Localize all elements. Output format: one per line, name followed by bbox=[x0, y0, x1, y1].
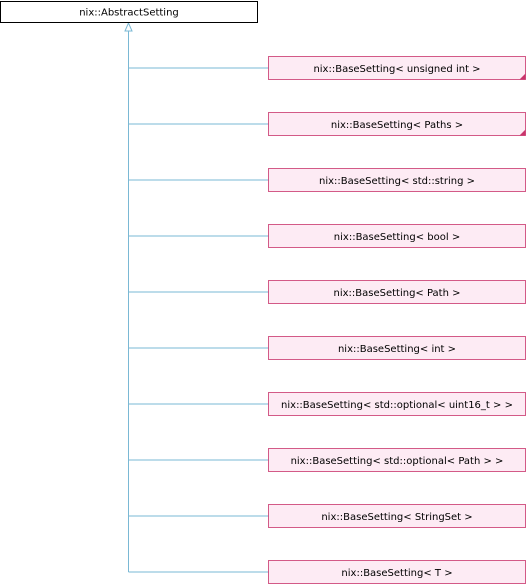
derived-class-node[interactable]: nix::BaseSetting< Path > bbox=[268, 280, 526, 304]
collapsed-node-marker-icon bbox=[519, 73, 526, 80]
derived-class-node[interactable]: nix::BaseSetting< bool > bbox=[268, 224, 526, 248]
inheritance-edges bbox=[124, 21, 269, 573]
inheritance-arrow-head bbox=[124, 21, 133, 32]
derived-class-node[interactable]: nix::BaseSetting< unsigned int > bbox=[268, 56, 526, 80]
base-class-node[interactable]: nix::AbstractSetting bbox=[0, 1, 258, 23]
derived-class-node[interactable]: nix::BaseSetting< StringSet > bbox=[268, 504, 526, 528]
derived-class-node[interactable]: nix::BaseSetting< T > bbox=[268, 560, 526, 584]
derived-class-nodes: nix::BaseSetting< unsigned int >nix::Bas… bbox=[268, 56, 526, 584]
base-class-label: nix::AbstractSetting bbox=[79, 8, 179, 19]
derived-class-node[interactable]: nix::BaseSetting< int > bbox=[268, 336, 526, 360]
derived-class-label: nix::BaseSetting< unsigned int > bbox=[313, 64, 480, 75]
derived-class-label: nix::BaseSetting< Path > bbox=[333, 288, 460, 299]
derived-class-label: nix::BaseSetting< bool > bbox=[334, 232, 460, 243]
collapsed-node-marker-icon bbox=[519, 129, 526, 136]
derived-class-node[interactable]: nix::BaseSetting< std::string > bbox=[268, 168, 526, 192]
derived-class-node[interactable]: nix::BaseSetting< std::optional< Path > … bbox=[268, 448, 526, 472]
derived-class-node[interactable]: nix::BaseSetting< std::optional< uint16_… bbox=[268, 392, 526, 416]
derived-class-label: nix::BaseSetting< Paths > bbox=[331, 120, 463, 131]
derived-class-label: nix::BaseSetting< std::optional< Path > … bbox=[291, 456, 504, 467]
derived-class-label: nix::BaseSetting< int > bbox=[338, 344, 456, 355]
derived-class-label: nix::BaseSetting< std::string > bbox=[319, 176, 475, 187]
derived-class-label: nix::BaseSetting< StringSet > bbox=[321, 512, 472, 523]
base-class-box bbox=[0, 1, 258, 23]
derived-class-label: nix::BaseSetting< T > bbox=[341, 568, 452, 579]
derived-class-label: nix::BaseSetting< std::optional< uint16_… bbox=[281, 400, 513, 411]
derived-class-node[interactable]: nix::BaseSetting< Paths > bbox=[268, 112, 526, 136]
